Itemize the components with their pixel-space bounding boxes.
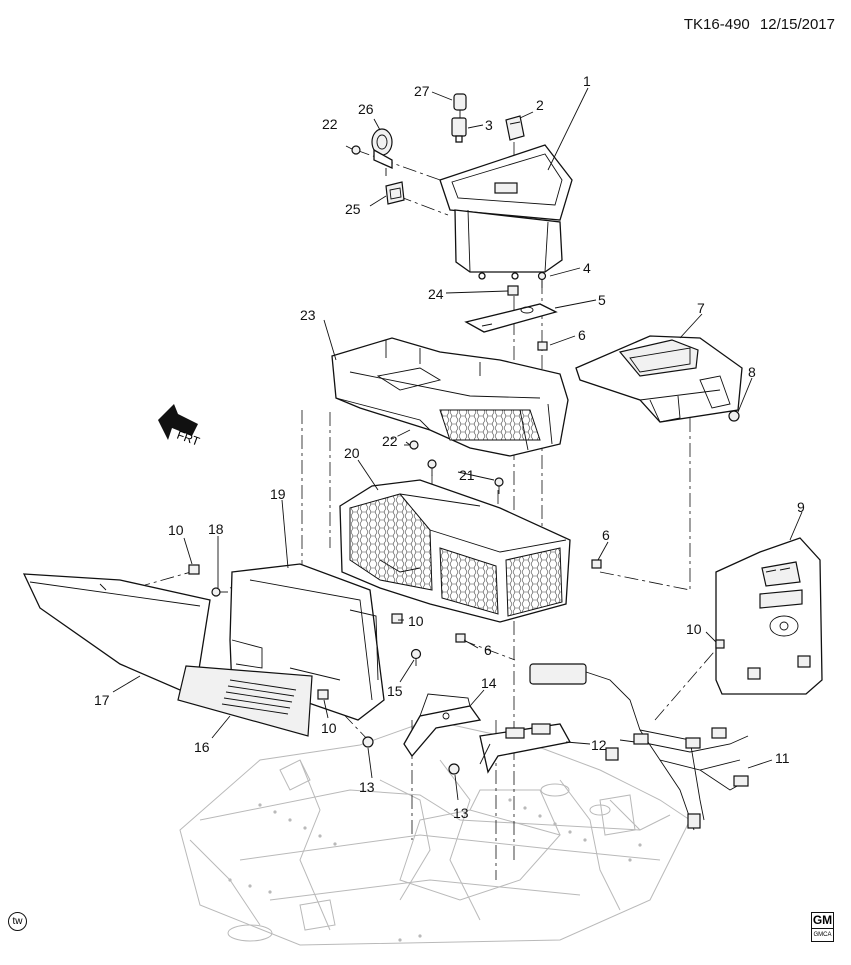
callout-4: 4: [583, 260, 591, 276]
callout-15: 15: [387, 683, 403, 699]
rear-bracket: [479, 723, 572, 774]
bin-bracket: [464, 303, 558, 333]
nut-8: [728, 410, 740, 422]
bolt-6-middle: [591, 559, 602, 569]
leader-lines: [112, 87, 803, 801]
bulb: [453, 93, 467, 118]
callout-10-c: 10: [321, 720, 337, 736]
callout-7: 7: [697, 300, 705, 316]
gm-logo-bottom: GMCA: [813, 932, 832, 938]
callout-3: 3: [485, 117, 493, 133]
gm-logo-top: GM: [812, 913, 833, 929]
light-assembly: [371, 128, 393, 176]
callout-21: 21: [459, 467, 475, 483]
nut-24: [507, 285, 519, 296]
console-frame: [339, 479, 571, 623]
retainer-10-b: [391, 613, 403, 624]
front-bracket: [403, 693, 482, 758]
clip: [505, 115, 525, 141]
screw-22-upper: [345, 145, 361, 155]
upper-console-housing: [331, 337, 569, 457]
callout-23: 23: [300, 307, 316, 323]
callout-17: 17: [94, 692, 110, 708]
callout-20: 20: [344, 445, 360, 461]
nut-13-right: [448, 763, 460, 775]
nut-13-left: [362, 736, 374, 748]
trim-plate: [177, 665, 313, 737]
callout-24: 24: [428, 286, 444, 302]
callout-10-d: 10: [686, 621, 702, 637]
screw-21-right: [494, 477, 504, 494]
callout-10-a: 10: [168, 522, 184, 538]
front-direction-marker: FRT: [158, 404, 202, 449]
callout-19: 19: [270, 486, 286, 502]
frt-label: FRT: [175, 428, 202, 449]
gm-logo: GM GMCA: [811, 912, 834, 942]
tw-mark: tw: [8, 912, 27, 931]
retainer-10-d: [715, 639, 725, 649]
retainer-10-a: [188, 564, 200, 575]
callout-8: 8: [748, 364, 756, 380]
rear-console-panel: [715, 537, 823, 695]
callout-6-c: 6: [484, 642, 492, 658]
callout-27: 27: [414, 83, 430, 99]
connector: [451, 117, 467, 143]
retainer-10-c: [317, 689, 329, 700]
figure-header: TK16-490 12/15/2017: [678, 16, 835, 33]
screw-22-lower: [404, 440, 419, 450]
figure-date: 12/15/2017: [759, 16, 835, 33]
callout-11: 11: [775, 750, 790, 766]
bolt-15: [410, 648, 422, 666]
callout-6-b: 6: [602, 527, 610, 543]
callout-14: 14: [481, 675, 497, 691]
callout-10-b: 10: [408, 613, 424, 629]
callout-13-a: 13: [359, 779, 375, 795]
bolt-6-lower: [455, 633, 466, 643]
storage-bin: [439, 144, 573, 280]
callout-12: 12: [591, 737, 607, 753]
armrest-lid: [575, 335, 743, 423]
floor-pan: [179, 719, 691, 946]
screw-4: [537, 271, 547, 288]
callout-25: 25: [345, 201, 361, 217]
callout-22-a: 22: [322, 116, 338, 132]
callout-9: 9: [797, 499, 805, 515]
callout-1: 1: [583, 73, 591, 89]
callout-5: 5: [598, 292, 606, 308]
screw-18: [211, 587, 228, 597]
callout-2: 2: [536, 97, 544, 113]
callout-13-b: 13: [453, 805, 469, 821]
callout-22-b: 22: [382, 433, 398, 449]
callout-6-a: 6: [578, 327, 586, 343]
callout-16: 16: [194, 739, 210, 755]
bolt-6-upper: [537, 341, 548, 351]
pad: [385, 181, 405, 205]
callout-labels: 1 2 3 4 5 6 6 6 7 8 9 10 10 10 10 11 12 …: [94, 73, 805, 821]
callout-18: 18: [208, 521, 224, 537]
figure-id: TK16-490: [683, 16, 750, 33]
side-trim-panel: [22, 573, 211, 691]
floor-holes: [228, 798, 642, 942]
callout-26: 26: [358, 101, 374, 117]
screw-21-left: [427, 459, 437, 476]
wiring-harness: [529, 663, 749, 831]
